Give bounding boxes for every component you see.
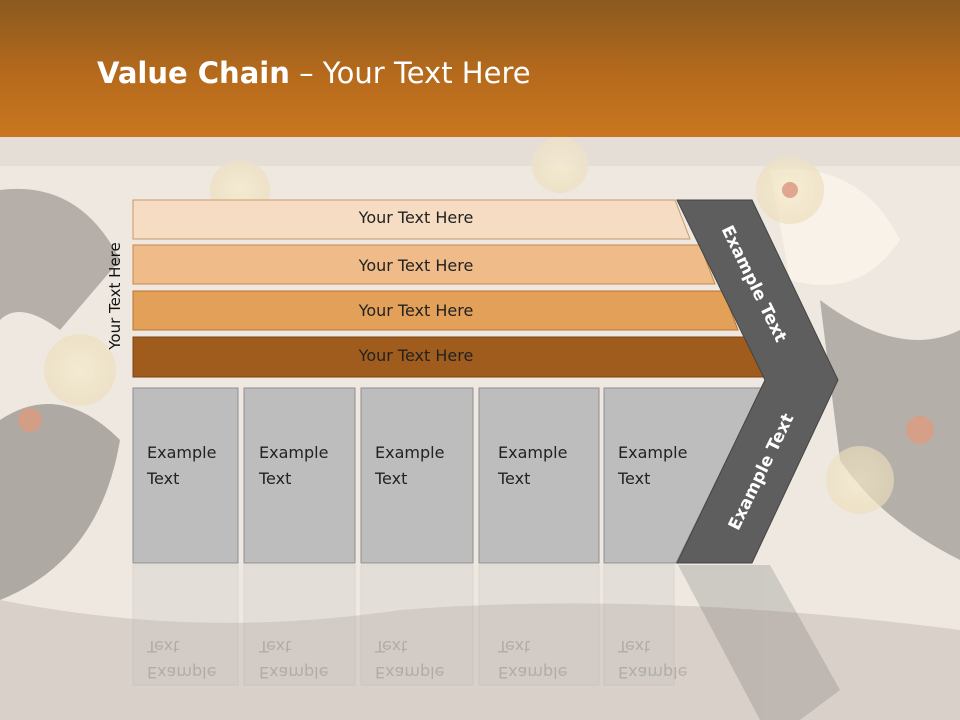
box-label-5: Example Text xyxy=(618,443,688,488)
title-bold: Value Chain xyxy=(97,56,290,90)
bar-3 xyxy=(132,290,739,331)
box-reflection-1: Example Text xyxy=(147,637,217,682)
box-label-3: Example Text xyxy=(375,443,445,488)
title-rest: – Your Text Here xyxy=(289,56,531,90)
reflection xyxy=(132,564,840,720)
bar-label-4: Your Text Here xyxy=(358,346,474,365)
box-reflection-3: Example Text xyxy=(375,637,445,682)
box-reflection-5: Example Text xyxy=(618,637,688,682)
header-band xyxy=(0,0,960,137)
bar-1 xyxy=(132,199,691,240)
box-2 xyxy=(243,387,356,564)
page-title: Value Chain – Your Text Here xyxy=(97,53,531,93)
side-label: Your Text Here xyxy=(106,242,124,350)
box-label-1: Example Text xyxy=(147,443,217,488)
box-label-4: Example Text xyxy=(498,443,568,488)
box-1 xyxy=(132,387,239,564)
chevron-arrow xyxy=(676,199,839,564)
box-4 xyxy=(478,387,600,564)
box-reflection-2: Example Text xyxy=(259,637,329,682)
bar-label-3: Your Text Here xyxy=(358,301,474,320)
bar-label-2: Your Text Here xyxy=(358,256,474,275)
header-strip xyxy=(0,137,960,166)
box-reflection-4: Example Text xyxy=(498,637,568,682)
box-5 xyxy=(603,387,763,564)
box-label-2: Example Text xyxy=(259,443,329,488)
bar-2 xyxy=(132,244,716,285)
box-3 xyxy=(360,387,474,564)
bar-label-1: Your Text Here xyxy=(358,208,474,227)
